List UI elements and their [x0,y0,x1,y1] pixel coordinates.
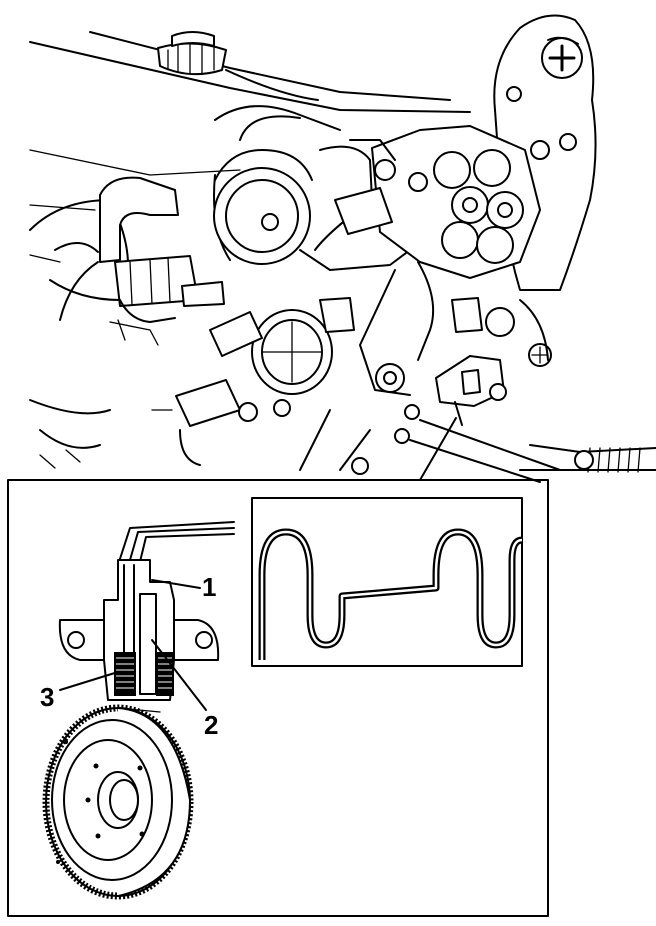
permanent-magnet [139,593,157,695]
signal-waveform-inner [260,530,523,660]
engine-overview-drawing [29,14,656,483]
callout-2-leader [151,639,207,711]
coil-winding-right [156,652,174,696]
coil-winding-left [114,652,136,696]
reluctor-wheel [42,704,194,900]
callout-1-label: 1 [202,572,216,602]
callout-3-leader [59,671,119,691]
callout-2-label: 2 [204,710,218,740]
inset-frame [7,479,549,917]
crank-sensor-cross-section [58,521,235,701]
callout-3-label: 3 [40,682,54,712]
signal-waveform [258,528,523,660]
signal-waveform-panel [251,497,523,667]
callout-1-leader [151,579,201,589]
